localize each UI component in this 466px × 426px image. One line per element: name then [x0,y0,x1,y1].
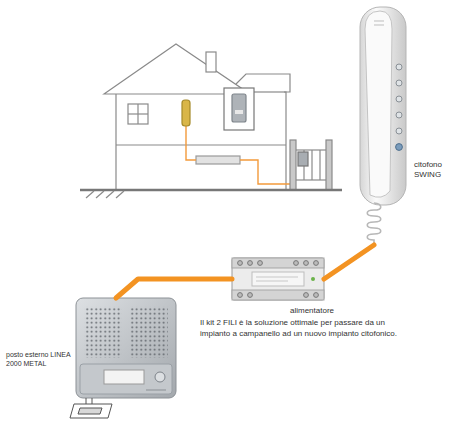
lock-symbol-part [78,408,102,414]
house-illustration-part [116,144,286,145]
door-panel-illustration-part [76,298,176,398]
power-supply-illustration-part [256,277,298,278]
power-supply-illustration [232,258,324,300]
power-supply-illustration-part [256,281,288,282]
house-illustration-part [96,191,104,198]
handset-illustration [360,7,406,245]
house-illustration [80,44,342,198]
power-supply-illustration-part [304,261,309,266]
power-supply-illustration-part [311,277,315,281]
door-panel-illustration-part [84,306,122,358]
door-panel-illustration-part [130,306,168,358]
house-illustration-part [196,156,240,164]
device-box: citofono SWING [352,5,414,245]
lock-symbol-part [70,404,112,418]
handset-illustration-part [396,144,403,151]
device-label: posto esterno LINEA 2000 METAL [6,350,72,368]
power-supply-illustration-part [314,293,319,298]
handset-illustration-part [396,80,402,86]
house-illustration-part [240,160,296,184]
power-supply-illustration-part [304,293,309,298]
power-supply-illustration-part [314,261,319,266]
door-panel-illustration-part [155,372,165,382]
handset-illustration-part [365,11,392,197]
door-panel-illustration [76,298,176,398]
power-supply-illustration-part [238,293,243,298]
note-text: Il kit 2 FILI è la soluzione ottimale pe… [200,318,404,340]
house-illustration-part [116,92,286,190]
device-box: alimentatore [232,258,324,300]
power-supply-illustration-part [248,261,253,266]
power-supply-illustration-part [252,272,304,286]
house-illustration-part [80,189,342,192]
handset-illustration-part [374,21,384,22]
power-supply-illustration-part [232,258,324,268]
power-supply-illustration-part [232,290,324,300]
house-illustration-part [106,191,114,198]
handset-illustration-part [396,128,402,134]
door-panel-illustration-part [146,390,166,391]
handset-illustration-part [396,64,402,70]
house-illustration-part [224,88,254,130]
device-label: citofono SWING [414,160,458,181]
power-supply-illustration-part [258,261,263,266]
house-illustration-part [116,191,124,198]
power-supply-illustration-part [238,261,243,266]
house-illustration-part [206,52,216,72]
power-supply-illustration-part [294,261,299,266]
handset-illustration-part [396,112,402,118]
lock-symbol-part [92,398,93,404]
handset-illustration-part [396,96,402,102]
house-illustration-part [290,140,296,190]
house-illustration-part [86,191,94,198]
door-panel-illustration-part [80,364,172,394]
house-illustration-part [319,150,320,180]
house-illustration-part [128,104,148,124]
device-label: alimentatore [290,306,334,316]
house-illustration-part [232,94,246,122]
house-illustration-part [298,152,308,166]
handset-illustration-part [374,25,384,26]
power-supply-illustration-part [232,258,324,300]
cable [324,245,374,279]
house-illustration-part [186,126,196,160]
house-illustration-part [182,100,190,126]
cable [116,279,232,298]
power-supply-illustration-part [248,293,253,298]
lock-symbol-part [86,398,87,404]
lock-symbol [70,398,112,418]
house-illustration-part [128,113,148,114]
house-illustration-part [296,149,326,150]
handset-illustration-part [367,203,381,245]
device-box: posto esterno LINEA 2000 METAL [76,298,176,398]
house-illustration-part [296,179,326,180]
house-illustration-part [311,150,312,180]
house-illustration-part [104,44,250,94]
house-illustration-part [326,140,332,190]
door-panel-illustration-part [104,370,144,384]
house-illustration-part [235,110,243,114]
handset-illustration-part [360,7,406,205]
